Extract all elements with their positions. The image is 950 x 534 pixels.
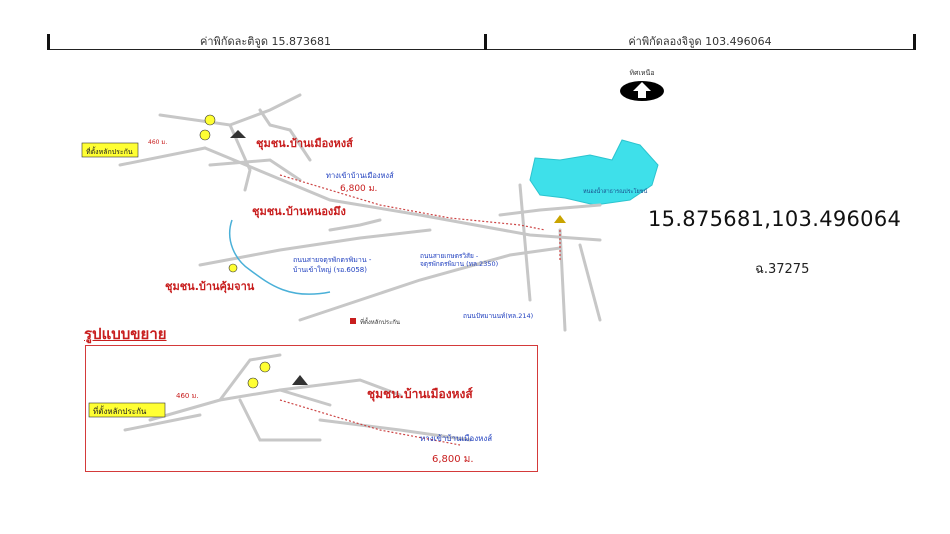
zoom-title: รูปแบบขยาย xyxy=(84,325,167,343)
landmark-icon xyxy=(554,215,566,223)
longitude-label: ค่าพิกัดลองจิจูด 103.496064 xyxy=(628,35,772,48)
reservoir-shape xyxy=(529,139,659,206)
north-label: ทิศเหนือ xyxy=(629,69,655,77)
zoom-marker-label: ที่ตั้งหลักประกัน xyxy=(93,405,147,416)
latitude-bar: ค่าพิกัดละติจูด 15.873681 xyxy=(47,32,484,50)
longitude-bar: ค่าพิกัดลองจิจูด 103.496064 xyxy=(484,32,916,50)
distance-small-label: 460 ม. xyxy=(148,139,167,146)
marker-1-icon xyxy=(204,114,216,126)
zoom-route-dashed xyxy=(279,399,461,446)
north-arrow-icon xyxy=(620,81,664,101)
coordinates-text: 15.875681,103.496064 xyxy=(648,207,902,231)
zoom-road-network xyxy=(123,353,472,442)
road-3-label: ถนนปัทมานนท์(ทล.214) xyxy=(463,312,533,320)
marker-label: ที่ตั้งหลักประกัน xyxy=(86,145,133,156)
legend-square-icon xyxy=(350,318,356,324)
route-dashed xyxy=(279,174,561,260)
north-indicator: ทิศเหนือ xyxy=(614,68,670,107)
bar-tick-right xyxy=(913,34,916,50)
document-code: ฉ.37275 xyxy=(755,262,810,277)
legend-label: ที่ตั้งหลักประกัน xyxy=(360,316,400,326)
zoom-distance-label: 6,800 ม. xyxy=(432,454,474,465)
zoom-distance-small-label: 460 ม. xyxy=(176,392,198,400)
zoom-marker-box xyxy=(88,402,166,418)
zoom-temple-icon xyxy=(292,375,308,385)
road-network xyxy=(118,93,602,332)
marker-3-icon xyxy=(228,263,238,273)
zoom-community-label: ชุมชน.บ้านเมืองหงส์ xyxy=(367,387,473,402)
road-2b-label: จตุรพักตรพิมาน (ทล.2350) xyxy=(420,260,498,268)
entrance-label: ทางเข้าบ้านเมืองหงส์ xyxy=(326,171,394,180)
zoom-marker-2-icon xyxy=(247,377,259,389)
bar-tick-left xyxy=(47,34,50,50)
zoom-frame xyxy=(85,345,538,472)
community-2-label: ชุมชน.บ้านหนองมึง xyxy=(252,205,346,219)
road-2-label: ถนนสายเกษตรวิสัย - xyxy=(420,252,479,260)
reservoir-label: หนองน้ำสาธารณประโยชน์ xyxy=(583,187,647,195)
community-main-label: ชุมชน.บ้านเมืองหงส์ xyxy=(256,137,353,151)
river-line xyxy=(229,219,331,295)
latitude-label: ค่าพิกัดละติจูด 15.873681 xyxy=(200,35,331,48)
community-3-label: ชุมชน.บ้านคุ้มจาน xyxy=(165,280,255,294)
road-1-label: ถนนสายจตุรพักตรพิมาน - xyxy=(293,256,372,264)
marker-2-icon xyxy=(199,129,211,141)
road-1b-label: บ้านเข้าใหญ่ (รอ.6058) xyxy=(293,265,367,274)
marker-box xyxy=(81,142,139,158)
distance-label: 6,800 ม. xyxy=(340,184,377,194)
zoom-entrance-label: ทางเข้าบ้านเมืองหงส์ xyxy=(420,433,492,443)
zoom-marker-1-icon xyxy=(259,361,271,373)
temple-icon xyxy=(230,130,246,138)
bar-tick-mid xyxy=(484,34,487,50)
